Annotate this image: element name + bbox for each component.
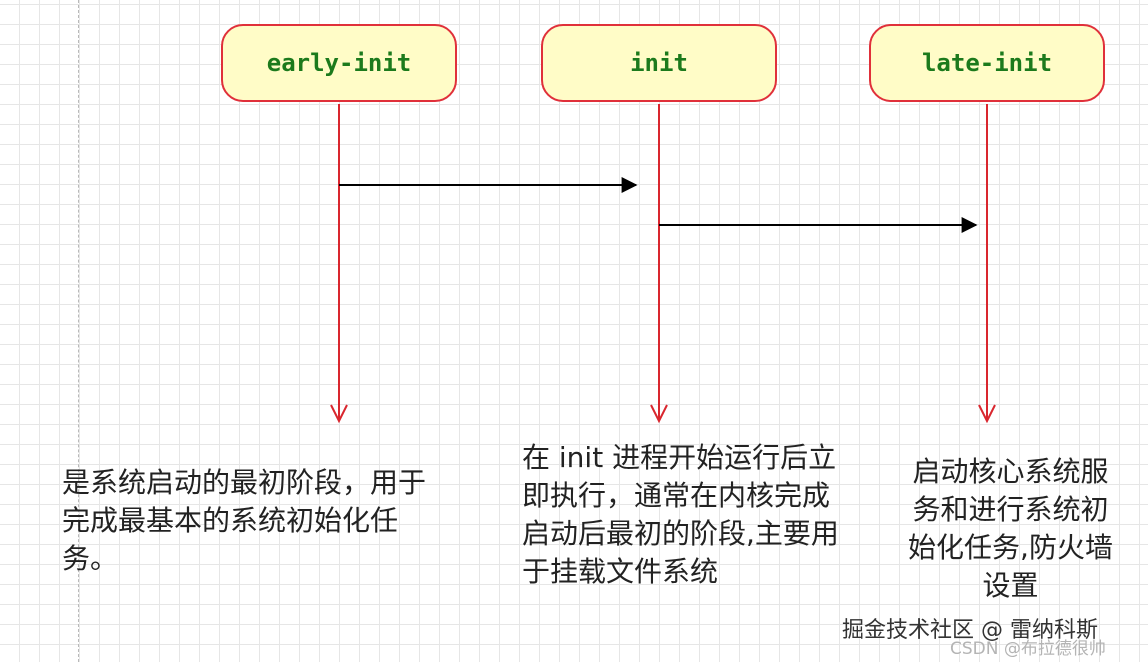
node-late-init-label: late-init — [921, 49, 1053, 77]
left-dashed-guide — [78, 0, 79, 662]
lifeline-late-init-arrowhead — [978, 404, 996, 424]
description-init: 在 init 进程开始运行后立即执行，通常在内核完成启动后最初的阶段,主要用于挂… — [522, 441, 839, 588]
lifeline-init-arrowhead — [650, 404, 668, 424]
node-early-init: early-init — [221, 24, 457, 102]
node-late-init: late-init — [869, 24, 1105, 102]
watermark-csdn: CSDN @布拉德很帅 — [950, 639, 1106, 659]
lifeline-early-init-arrowhead — [330, 404, 348, 424]
node-init: init — [541, 24, 777, 102]
description-late-init: 启动核心系统服务和进行系统初始化任务,防火墙设置 — [908, 455, 1113, 602]
watermark-juejin: 掘金技术社区 @ 雷纳科斯 — [842, 618, 1098, 643]
description-early-init: 是系统启动的最初阶段，用于完成最基本的系统初始化任务。 — [62, 466, 427, 575]
node-init-label: init — [630, 49, 688, 77]
node-early-init-label: early-init — [266, 49, 412, 77]
